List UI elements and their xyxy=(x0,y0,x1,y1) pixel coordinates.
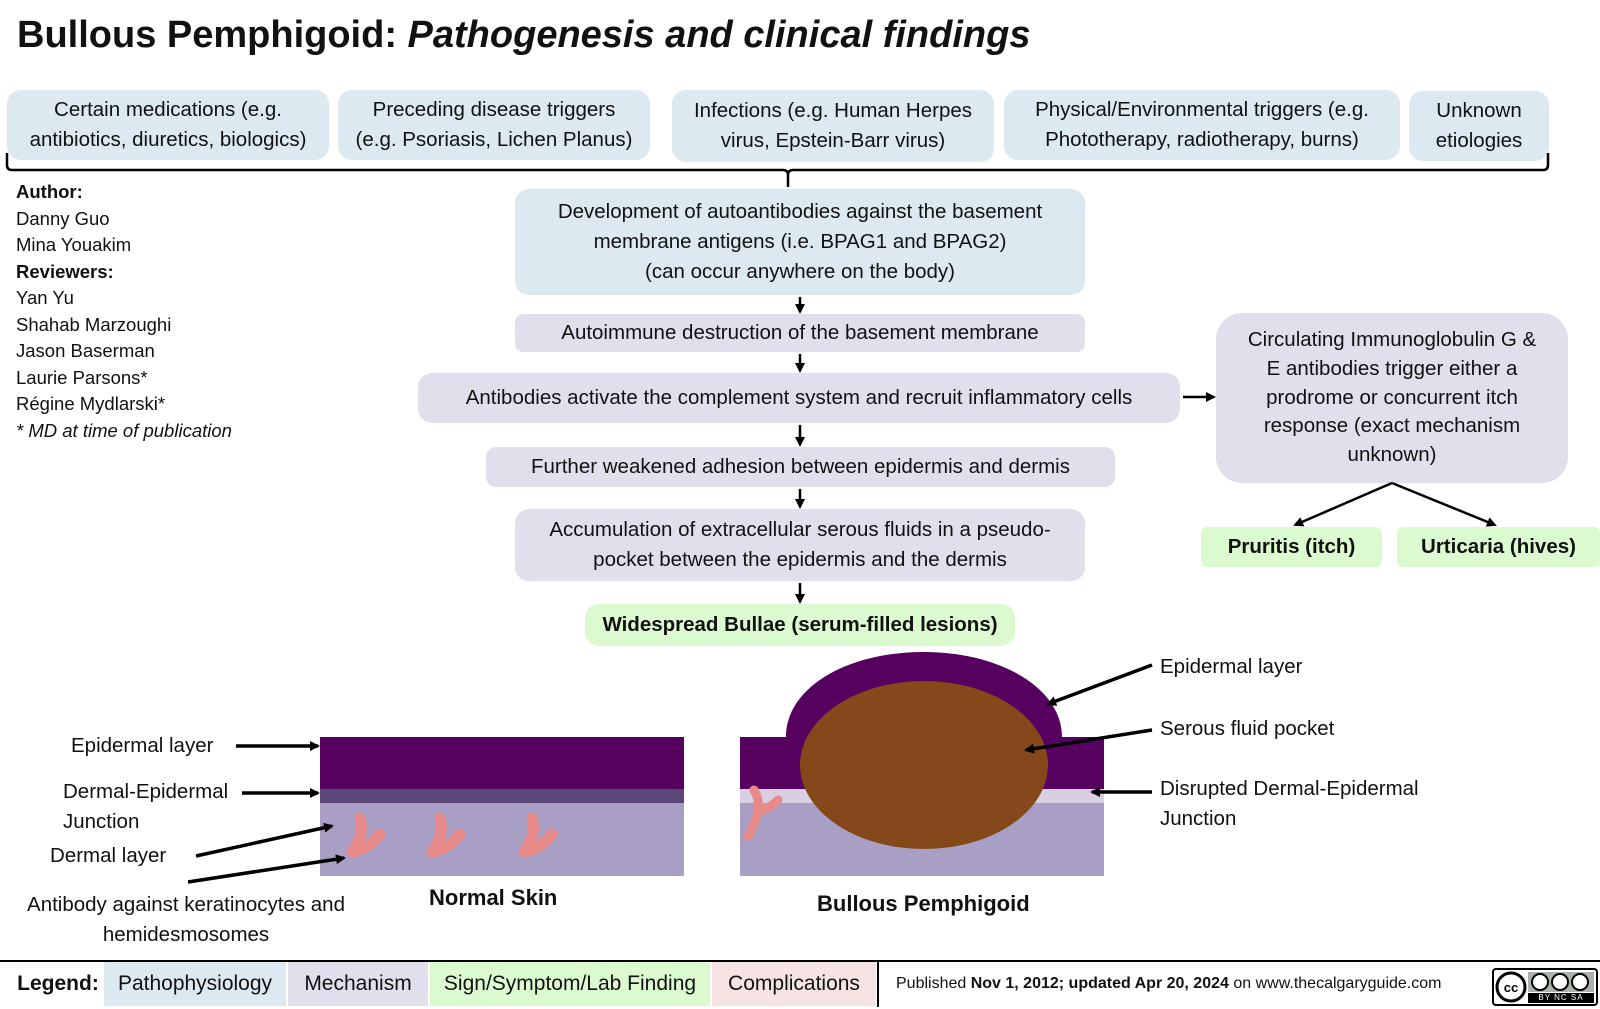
normal-skin-illustration xyxy=(320,737,684,876)
legend-sign: Sign/Symptom/Lab Finding xyxy=(430,962,710,1006)
normal-label-junction: Dermal-Epidermal xyxy=(63,780,229,803)
bp-caption: Bullous Pemphigoid xyxy=(817,891,1030,916)
pointer-arrow xyxy=(187,854,346,884)
credits: Author: Danny Guo Mina Youakim Reviewers… xyxy=(16,179,232,444)
urticaria-box: Urticaria (hives) xyxy=(1397,527,1600,567)
flow-text: (can occur anywhere on the body) xyxy=(645,259,955,283)
normal-label-dermal: Dermal layer xyxy=(50,844,167,867)
bp-label-epidermal: Epidermal layer xyxy=(1160,655,1303,678)
trigger-text: Physical/Environmental triggers (e.g. xyxy=(1035,98,1369,122)
pointer-arrow xyxy=(1046,663,1153,706)
trigger-unknown: Unknown etiologies xyxy=(1409,91,1549,161)
trigger-text: Infections (e.g. Human Herpes xyxy=(693,99,973,123)
author-name: Mina Youakim xyxy=(16,234,132,255)
flow-destruction: Autoimmune destruction of the basement m… xyxy=(515,314,1085,352)
flow-text: membrane antigens (i.e. BPAG1 and BPAG2) xyxy=(593,230,1007,254)
bp-label-disrupted-2: Junction xyxy=(1160,807,1237,830)
legend-mechanism: Mechanism xyxy=(288,962,428,1006)
bp-label-disrupted: Disrupted Dermal-Epidermal xyxy=(1160,777,1419,800)
trigger-disease: Preceding disease triggers (e.g. Psorias… xyxy=(338,90,650,160)
bp-pointer-arrows xyxy=(1024,663,1153,797)
trigger-text: Phototherapy, radiotherapy, burns) xyxy=(1045,128,1359,151)
itch-text: Circulating Immunoglobulin G & xyxy=(1247,328,1537,352)
reviewer-name: Jason Baserman xyxy=(16,340,155,361)
trigger-text: Unknown xyxy=(1436,99,1522,123)
reviewer-name: Laurie Parsons* xyxy=(16,366,148,388)
published-suffix: on www.thecalgaryguide.com xyxy=(1228,975,1442,992)
antibody-label-line: Antibody against keratinocytes and xyxy=(27,893,345,916)
flow-text: Development of autoantibodies against th… xyxy=(557,200,1043,224)
flow-bullae: Widespread Bullae (serum-filled lesions) xyxy=(585,604,1015,646)
flow-arrow xyxy=(1293,481,1393,527)
antibody-shape xyxy=(346,812,386,858)
cc-icon: cc xyxy=(1495,971,1594,1003)
antibody-label-line: hemidesmosomes xyxy=(102,923,270,946)
flow-arrow xyxy=(1391,481,1497,527)
trigger-brace xyxy=(5,153,1550,187)
credits-note: * MD at time of publication xyxy=(16,419,232,441)
published-info: Published Nov 1, 2012; updated Apr 20, 2… xyxy=(896,975,1441,993)
antibodies xyxy=(346,812,558,858)
flow-autoantibodies: Development of autoantibodies against th… xyxy=(515,189,1085,295)
antibody-shape xyxy=(743,785,783,841)
itch-text: prodrome or concurrent itch xyxy=(1266,385,1518,409)
legend-complications: Complications xyxy=(712,962,876,1006)
pointer-arrow xyxy=(195,822,334,858)
published-prefix: Published xyxy=(896,975,971,992)
normal-epidermis xyxy=(320,737,684,789)
page-title: Bullous Pemphigoid: Pathogenesis and cli… xyxy=(17,14,1030,57)
antibody-shape xyxy=(426,812,466,858)
reviewer-name: Régine Mydlarski* xyxy=(16,393,166,414)
flow-adhesion: Further weakened adhesion between epider… xyxy=(486,447,1115,487)
normal-label-epidermal: Epidermal layer xyxy=(71,734,214,757)
reviewer-name: Yan Yu xyxy=(16,287,74,308)
title-italic: Pathogenesis and clinical findings xyxy=(407,14,1031,56)
legend-bar: Legend: Pathophysiology Mechanism Sign/S… xyxy=(0,958,1600,1009)
reviewer-name: Shahab Marzoughi xyxy=(16,313,172,335)
author-name: Danny Guo xyxy=(16,207,110,229)
legend-pathophysiology: Pathophysiology xyxy=(104,962,286,1006)
pointer-arrow xyxy=(1024,728,1153,754)
title-main: Bullous Pemphigoid: xyxy=(17,14,408,56)
pruritis-box: Pruritis (itch) xyxy=(1201,527,1382,567)
trigger-text: Preceding disease triggers xyxy=(372,98,616,122)
legend-heading: Legend: xyxy=(17,972,99,995)
normal-label-antibody: Antibody against keratinocytes and hemid… xyxy=(12,890,360,950)
trigger-text: virus, Epstein-Barr virus) xyxy=(720,129,946,152)
bullous-skin-illustration xyxy=(740,652,1104,876)
published-dates: Nov 1, 2012; updated Apr 20, 2024 xyxy=(970,975,1229,992)
normal-label-junction-2: Junction xyxy=(63,810,140,833)
flow-accumulation: Accumulation of extracellular serous flu… xyxy=(515,509,1085,581)
serous-fluid-pocket xyxy=(800,681,1048,849)
reviewers-heading: Reviewers: xyxy=(16,260,114,282)
svg-text:cc: cc xyxy=(1504,980,1518,995)
trigger-physical: Physical/Environmental triggers (e.g. Ph… xyxy=(1004,90,1400,160)
flow-text: Accumulation of extracellular serous flu… xyxy=(549,518,1051,542)
trigger-medications: Certain medications (e.g. antibiotics, d… xyxy=(7,90,329,160)
normal-skin-caption: Normal Skin xyxy=(429,885,558,910)
normal-pointer-arrows xyxy=(187,741,346,884)
antibody-shape xyxy=(518,812,558,858)
trigger-text: Certain medications (e.g. xyxy=(54,98,282,122)
flow-arrows xyxy=(795,297,1497,604)
cc-license-badge: cc BY NC SA xyxy=(1492,968,1598,1006)
trigger-text: antibiotics, diuretics, biologics) xyxy=(29,128,307,151)
flow-text: pocket between the epidermis and the der… xyxy=(593,548,1007,571)
flow-complement: Antibodies activate the complement syste… xyxy=(418,373,1180,423)
bp-label-serous: Serous fluid pocket xyxy=(1160,717,1335,740)
trigger-text: etiologies xyxy=(1435,129,1523,152)
cc-license-text: BY NC SA xyxy=(1538,993,1584,1002)
itch-text: response (exact mechanism xyxy=(1263,414,1521,438)
normal-junction xyxy=(320,789,684,803)
itch-mechanism: Circulating Immunoglobulin G & E antibod… xyxy=(1216,313,1568,483)
itch-text: unknown) xyxy=(1347,443,1437,467)
author-heading: Author: xyxy=(16,181,83,202)
trigger-text: (e.g. Psoriasis, Lichen Planus) xyxy=(355,128,633,151)
itch-text: E antibodies trigger either a xyxy=(1266,356,1518,380)
trigger-infections: Infections (e.g. Human Herpes virus, Eps… xyxy=(672,90,994,162)
